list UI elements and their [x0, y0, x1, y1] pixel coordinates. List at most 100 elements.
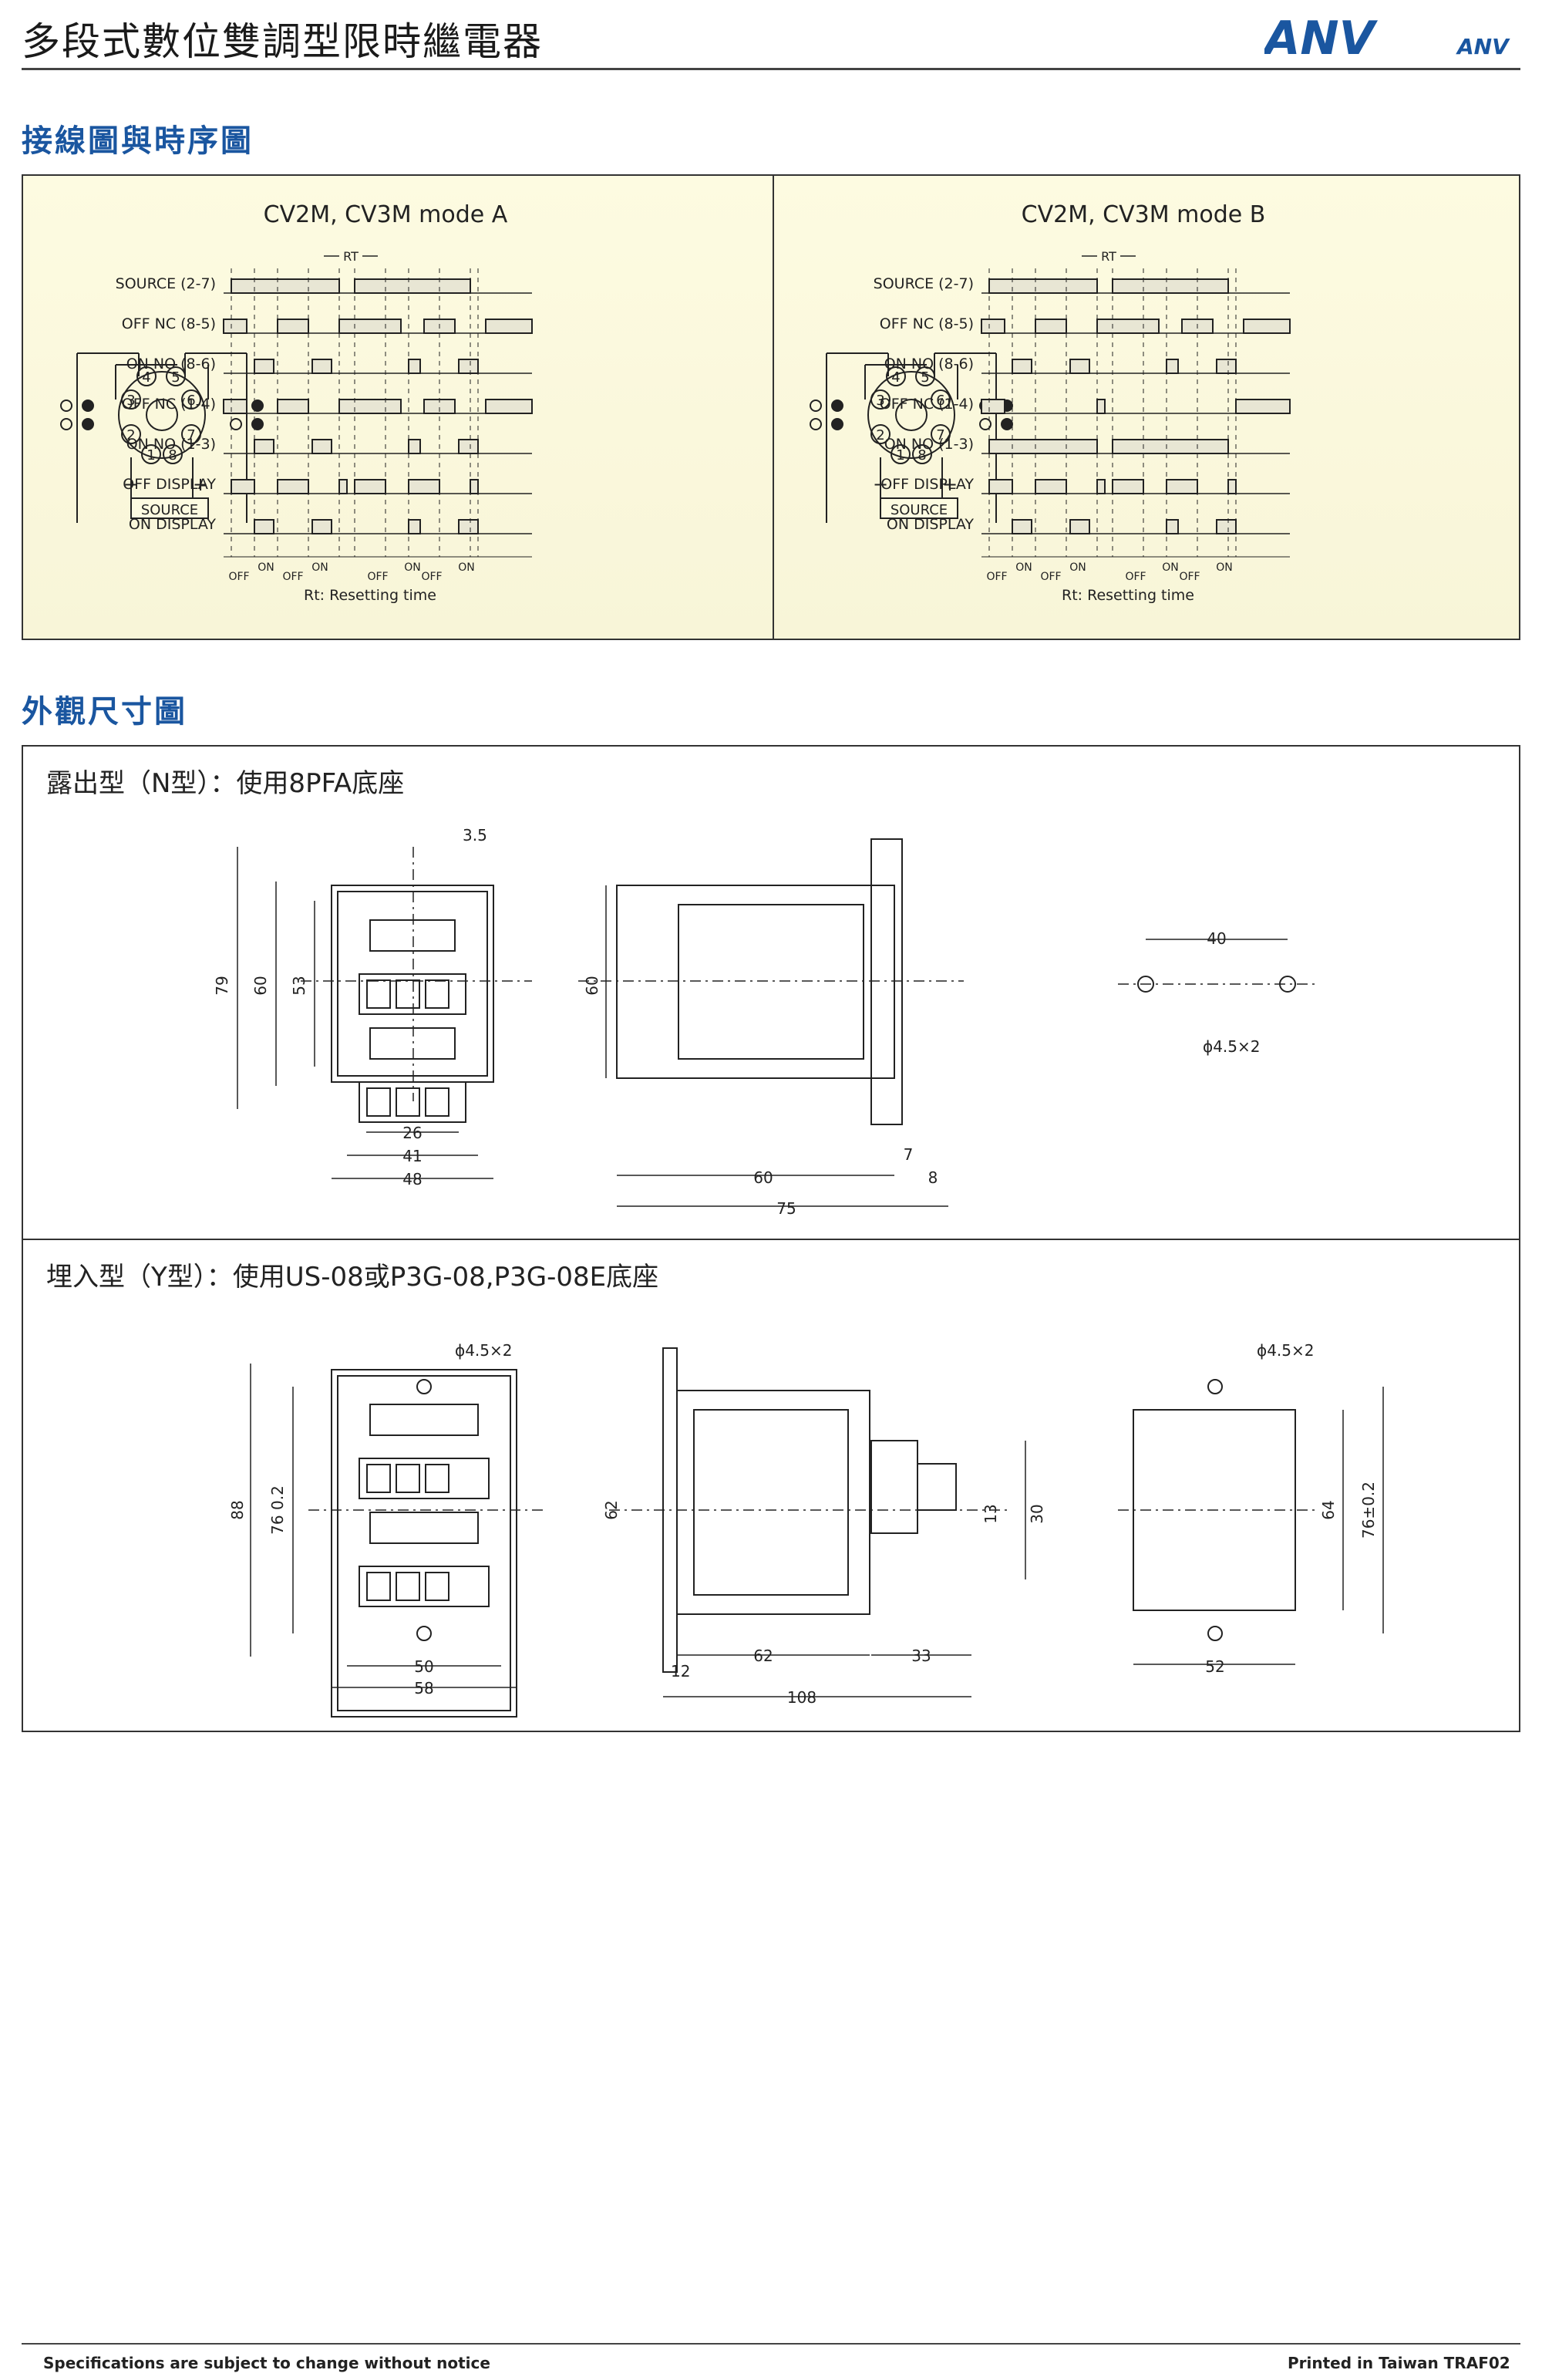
- dim-88: 88: [228, 1500, 247, 1519]
- pulse: [1012, 359, 1032, 374]
- phase-label: ON: [1015, 561, 1032, 574]
- signal-label: ON DISPLAY: [129, 516, 217, 533]
- mode-title: CV2M, CV3M mode A: [264, 201, 508, 228]
- section-wiring-title: 接線圖與時序圖: [22, 123, 254, 159]
- phase-label: ON: [1069, 561, 1086, 574]
- footer-notice: Specifications are subject to change wit…: [43, 2354, 490, 2372]
- header-rule: [22, 68, 1520, 70]
- socket-center: [895, 399, 928, 431]
- dim-33: 33: [911, 1647, 931, 1665]
- pulse: [223, 319, 247, 334]
- pulse: [1069, 519, 1090, 534]
- relay-face-inner: [337, 891, 488, 1077]
- contact: [60, 399, 72, 412]
- signal-label: ON DISPLAY: [887, 516, 975, 533]
- pulse: [277, 319, 309, 334]
- contact: [251, 399, 264, 412]
- signal-label: ON NO (8-6): [884, 356, 974, 373]
- dim-40: 40: [1207, 929, 1226, 948]
- dimensions-divider: [23, 1239, 1519, 1240]
- pin-label: 7: [936, 427, 944, 443]
- phase-label: OFF: [282, 571, 303, 583]
- pin-label: 3: [126, 393, 135, 409]
- dial-cell: [396, 979, 420, 1009]
- dim-hole: ϕ4.5×2: [1203, 1037, 1260, 1056]
- pulse: [1235, 399, 1291, 414]
- rt-label: RT: [1101, 249, 1116, 264]
- dial-block: [359, 973, 466, 1015]
- dim-108: 108: [787, 1688, 816, 1707]
- pulse: [408, 439, 421, 454]
- pulse: [1096, 479, 1106, 494]
- signal-label: ON NO (1-3): [884, 436, 974, 453]
- minus-sign: −: [123, 474, 139, 495]
- pulse: [311, 439, 332, 454]
- contact: [831, 418, 843, 430]
- socket-outline: [867, 371, 955, 459]
- pulse: [223, 399, 247, 414]
- contact: [810, 399, 822, 412]
- dim-side-60: 60: [583, 976, 601, 995]
- relay-face: [331, 885, 494, 1083]
- pin-label: 4: [142, 369, 150, 386]
- signal-label: ON NO (8-6): [126, 356, 216, 373]
- section-dimensions-title: 外觀尺寸圖: [22, 694, 187, 730]
- dial-block: [359, 1566, 490, 1607]
- dim-76: 76 0.2: [268, 1485, 287, 1535]
- pulse: [408, 359, 421, 374]
- pulse: [1096, 319, 1160, 334]
- pin-7: [181, 424, 201, 444]
- dial-cell: [425, 1572, 449, 1601]
- contact: [1001, 418, 1013, 430]
- pulse: [458, 359, 479, 374]
- pulse: [485, 319, 533, 334]
- pulse: [231, 479, 255, 494]
- dim-79: 79: [213, 976, 231, 995]
- phase-label: OFF: [986, 571, 1007, 583]
- pin-1: [141, 444, 161, 464]
- mount-hole: [1207, 1626, 1223, 1641]
- phase-label: ON: [258, 561, 274, 574]
- signal-label: OFF DISPLAY: [123, 476, 216, 493]
- relay-face-inner: [337, 1375, 511, 1711]
- pulse: [354, 479, 386, 494]
- display-window: [369, 1512, 479, 1544]
- pin-label: 2: [876, 427, 884, 443]
- contact: [82, 399, 94, 412]
- dial-cell: [366, 1464, 391, 1493]
- pin-label: 4: [891, 369, 900, 386]
- dimensions-panel: 露出型（N型）：使用8PFA底座 埋入型（Y型）：使用US-08或P3G-08,…: [22, 745, 1520, 1732]
- dim-8: 8: [928, 1168, 938, 1187]
- dial-cell: [366, 1087, 391, 1117]
- pin-label: 1: [896, 447, 904, 464]
- dial-cell: [425, 1087, 449, 1117]
- pulse: [1012, 519, 1032, 534]
- plus-sign: +: [942, 474, 958, 495]
- source-box: [130, 497, 209, 519]
- signal-label: OFF NC (8-5): [880, 315, 974, 332]
- dial-cell: [366, 1572, 391, 1601]
- pulse: [408, 519, 421, 534]
- pulse: [354, 278, 471, 294]
- pin-label: 5: [171, 369, 180, 386]
- pulse: [1112, 278, 1229, 294]
- signal-label: OFF NC (1-4): [880, 396, 974, 413]
- phase-label: OFF: [228, 571, 249, 583]
- phase-label: ON: [311, 561, 328, 574]
- relay-side-window: [678, 904, 864, 1060]
- pulse: [1243, 319, 1291, 334]
- pin-8: [912, 444, 932, 464]
- pulse: [1112, 439, 1229, 454]
- dim-53: 53: [290, 976, 308, 995]
- pin-label: 2: [126, 427, 135, 443]
- phase-label: OFF: [1040, 571, 1061, 583]
- knob: [870, 1440, 918, 1534]
- pulse: [254, 439, 274, 454]
- relay-side: [676, 1390, 870, 1615]
- pulse: [981, 319, 1005, 334]
- contact: [251, 418, 264, 430]
